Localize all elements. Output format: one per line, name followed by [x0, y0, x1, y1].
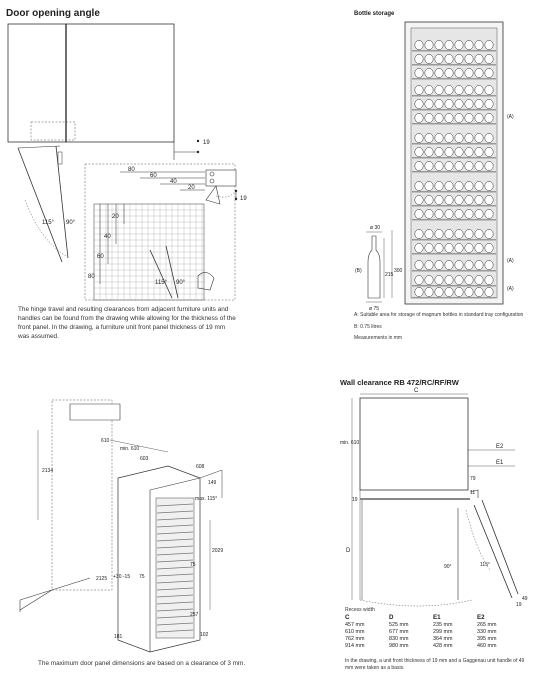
cell: 980 mm: [389, 643, 409, 649]
bottle-note-b: B: 0.75 litres: [354, 324, 382, 330]
cell: 830 mm: [389, 636, 409, 642]
dim-75-right: 75: [190, 562, 196, 568]
dim-610: 610: [101, 438, 110, 444]
wall-clearance-caption: In the drawing, a unit front thickness o…: [345, 658, 525, 671]
cell: 457 mm: [345, 622, 365, 628]
dim-19-top: 19: [203, 140, 210, 146]
dim-80-top: 80: [128, 167, 135, 173]
cell: 677 mm: [389, 629, 409, 635]
dim-257: 257: [190, 612, 199, 618]
dim-181: 181: [114, 634, 123, 640]
dim-149: 149: [208, 480, 217, 486]
angle-115-upper: 115°: [42, 220, 55, 226]
dim-75: ø 75: [369, 306, 379, 312]
cell: 460 mm: [477, 643, 497, 649]
cell: 428 mm: [433, 643, 453, 649]
dim-49: 49: [522, 596, 528, 602]
table-row: 457 mm 525 mm 235 mm 265 mm: [345, 622, 521, 629]
dim-60-left: 60: [97, 254, 104, 260]
dim-min-610: min. 610: [340, 440, 359, 446]
dim-40-top: 40: [170, 179, 177, 185]
cell: 299 mm: [433, 629, 453, 635]
angle-90-lower: 90°: [176, 280, 186, 286]
dim-d: D: [346, 548, 351, 554]
cabinet-right: [65, 23, 175, 143]
dim-20-left: 20: [112, 214, 119, 220]
cell: 235 mm: [433, 622, 453, 628]
recess-width-label: Recess width: [345, 607, 375, 613]
col-d: D: [389, 614, 394, 621]
marker-b: (B): [355, 268, 362, 274]
marker-a-2: (A): [507, 258, 514, 264]
cell: 395 mm: [477, 636, 497, 642]
table-row: 762 mm 830 mm 364 mm 395 mm: [345, 636, 521, 643]
dim-min-610: min. 610: [120, 446, 139, 452]
dim-19-right: 19: [516, 602, 522, 608]
dim-300: 300: [394, 268, 403, 274]
bottle-storage-title: Bottle storage: [354, 11, 395, 17]
cell: 762 mm: [345, 636, 365, 642]
dim-60-top: 60: [150, 173, 157, 179]
cell: 265 mm: [477, 622, 497, 628]
dim-20-top: 20: [188, 185, 195, 191]
dim-e2: E2: [496, 444, 504, 450]
dim-75-left: 75: [139, 574, 145, 580]
marker-a-3: (A): [507, 286, 514, 292]
angle-90: 90°: [444, 564, 452, 570]
installation-caption: The maximum door panel dimensions are ba…: [38, 660, 246, 667]
angle-90-upper: 90°: [66, 220, 76, 226]
cell: 525 mm: [389, 622, 409, 628]
table-row: 914 mm 980 mm 428 mm 460 mm: [345, 643, 521, 650]
bottle-note-a: A: Suitable area for storage of magnum b…: [354, 312, 524, 318]
cell: 364 mm: [433, 636, 453, 642]
col-c: C: [345, 614, 350, 621]
table-row: 610 mm 677 mm 299 mm 330 mm: [345, 629, 521, 636]
dim-c: C: [414, 388, 419, 394]
dim-max-115: max. 115°: [195, 496, 217, 502]
dim-2029: 2029: [212, 548, 223, 554]
unit-top-view: [359, 397, 469, 491]
wall-clearance-title: Wall clearance RB 472/RC/RF/RW: [340, 378, 459, 387]
marker-a-1: (A): [507, 114, 514, 120]
cell: 610 mm: [345, 629, 365, 635]
dim-19-right: 19: [240, 196, 247, 202]
angle-115-lower: 115°: [155, 280, 168, 286]
angle-115: 115°: [480, 562, 490, 568]
bottle-icon: [367, 235, 381, 299]
cell: 330 mm: [477, 629, 497, 635]
dim-102: 102: [200, 632, 209, 638]
dim-215: 215: [385, 272, 394, 278]
dim-79: 79: [470, 476, 476, 482]
col-e2: E2: [477, 614, 485, 621]
dim-2125: 2125: [96, 576, 107, 582]
dim-2134: 2134: [42, 468, 53, 474]
dim-608: 608: [196, 464, 205, 470]
dim-80-left: 80: [88, 274, 95, 280]
door-opening-title: Door opening angle: [6, 8, 100, 19]
cell: 914 mm: [345, 643, 365, 649]
cabinet-left: [7, 23, 67, 143]
recess-table: C D E1 E2 457 mm 525 mm 235 mm 265 mm 61…: [345, 614, 521, 650]
col-e1: E1: [433, 614, 441, 621]
dim-e1: E1: [496, 460, 504, 466]
dim-40-left: 40: [104, 234, 111, 240]
door-opening-caption: The hinge travel and resulting clearance…: [18, 306, 236, 340]
dim-603: 603: [140, 456, 149, 462]
dim-30: ø 30: [370, 225, 380, 231]
bottle-note-measure: Measurements in mm: [354, 335, 403, 341]
dim-19-left: 19: [352, 497, 358, 503]
dim-tolerance: +30 -15: [113, 574, 130, 580]
dim-11: 11: [470, 490, 475, 496]
bottle-rows: [412, 40, 496, 299]
